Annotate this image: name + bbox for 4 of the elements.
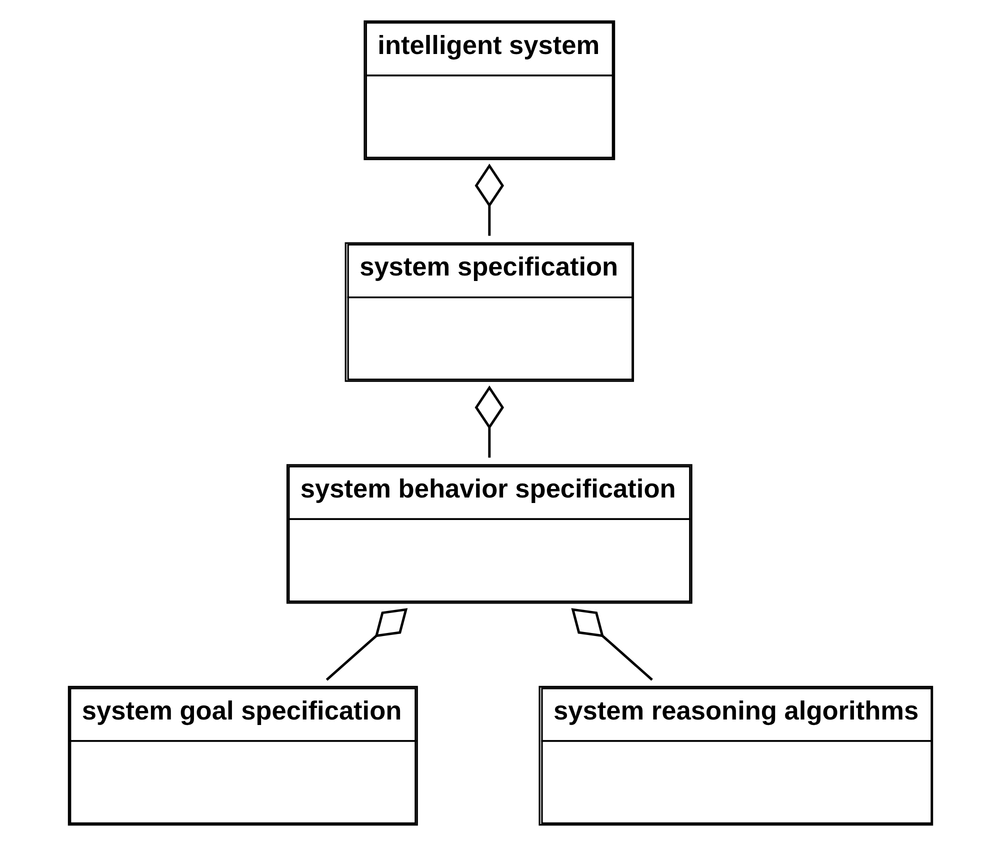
connector <box>325 608 408 681</box>
connector <box>570 608 652 681</box>
connector <box>474 386 504 458</box>
connector <box>474 164 504 236</box>
